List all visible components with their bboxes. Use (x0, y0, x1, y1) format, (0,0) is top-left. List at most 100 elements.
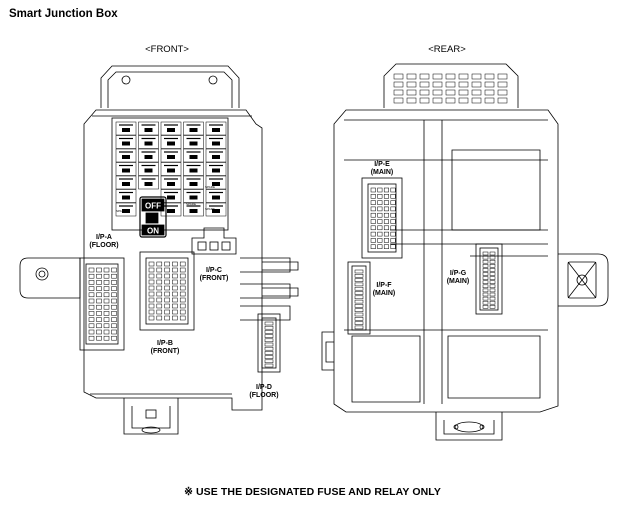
connector-pin (264, 359, 274, 364)
fuse-slot (183, 121, 204, 136)
connector-pin (103, 329, 110, 335)
connector-pin (264, 338, 274, 343)
bracket-vent-slot (419, 81, 430, 88)
connector-pin (489, 284, 496, 289)
bracket-vent-slot (393, 73, 404, 80)
connector-ip-d-label: I/P-D (256, 384, 272, 391)
connector-pin (354, 304, 364, 308)
connector-pin (88, 329, 95, 335)
connector-pin (111, 317, 117, 322)
connector-pin (88, 311, 95, 316)
bracket-vent-slot (445, 81, 456, 88)
connector-pin (377, 231, 383, 237)
front-top-bracket (100, 65, 240, 108)
connector-pin (96, 329, 102, 335)
connector-pin (111, 292, 117, 298)
connector-pin (172, 273, 178, 279)
connector-pin (390, 219, 396, 224)
bracket-vent-slot (471, 89, 482, 96)
connector-pin (88, 298, 95, 304)
fuse-symbol (189, 195, 198, 200)
fuse-symbol (144, 128, 153, 132)
connector-ip-b-sublabel: (FRONT) (151, 348, 180, 355)
fuse-spare-label: SPARE (205, 185, 215, 189)
fuse-slot (115, 202, 137, 217)
connector-pin (156, 315, 163, 321)
bracket-vent-slot (432, 73, 443, 80)
fuse-switch: OFF ON (139, 196, 167, 238)
fuse-slot (183, 162, 204, 176)
connector-pin (482, 300, 489, 305)
fuse-slot (205, 162, 227, 176)
connector-pin (172, 291, 178, 297)
connector-pin (377, 238, 383, 243)
connector-pin (88, 323, 95, 329)
connector-pin (179, 261, 186, 267)
fuse-slot (138, 162, 159, 176)
connector-pin (111, 311, 117, 316)
fuse-slot (205, 202, 227, 217)
connector-pin (179, 273, 186, 279)
connector-ip-a-label: I/P-A (96, 234, 112, 241)
connector-pin (390, 187, 396, 193)
fuse-slot (138, 148, 159, 163)
fuse-spare-label: SPARE (116, 209, 126, 213)
connector-pin (354, 312, 364, 317)
connector-pin (88, 317, 95, 322)
bracket-vent-slot (432, 89, 443, 96)
connector-pin (390, 231, 396, 237)
connector-pin (172, 267, 178, 273)
connector-pin (354, 308, 364, 312)
connector-pin (354, 291, 364, 295)
fuse-symbol (167, 141, 175, 146)
fuse-slot (138, 121, 159, 136)
connector-pin (103, 273, 110, 279)
connector-pin (148, 291, 155, 297)
connector-ip-f (347, 261, 371, 335)
connector-ip-c (191, 227, 237, 255)
connector-pin (156, 297, 163, 303)
bracket-vent-slot (497, 89, 508, 96)
connector-pin (164, 267, 170, 273)
rear-top-bracket (383, 63, 519, 108)
connector-pin (377, 200, 383, 205)
connector-pin (489, 264, 496, 268)
connector-pin (148, 303, 155, 309)
connector-pin (370, 194, 376, 199)
bracket-vent-slot (393, 97, 404, 104)
connector-pin (390, 206, 396, 212)
connector-pin (88, 267, 95, 273)
front-view-label: <FRONT> (145, 44, 189, 55)
connector-pin (489, 296, 496, 301)
rear-right-ear (558, 253, 609, 307)
connector-pin (96, 286, 102, 291)
connector-pin (482, 251, 489, 256)
fuse-slot (205, 175, 227, 190)
connector-pin (103, 311, 110, 316)
connector-pin (88, 280, 95, 285)
connector-pin (148, 309, 155, 315)
fuse-slot (183, 202, 204, 217)
connector-pin (354, 269, 364, 274)
connector-pin (489, 276, 496, 280)
bracket-vent-slot (458, 81, 469, 88)
fuse-slot (115, 148, 137, 163)
fuse-slot (115, 162, 137, 176)
connector-pin (482, 296, 489, 301)
connector-pin (482, 268, 489, 272)
connector-pin (489, 272, 496, 276)
connector-pin (96, 317, 102, 322)
connector-pin (164, 291, 170, 297)
connector-pin (156, 291, 163, 297)
connector-pin (96, 311, 102, 316)
connector-pin (482, 280, 489, 284)
connector-pin (111, 298, 117, 304)
connector-ip-g-sublabel: (MAIN) (447, 278, 470, 285)
connector-pin (383, 200, 389, 205)
connector-pin (482, 276, 489, 280)
connector-pin (156, 273, 163, 279)
connector-pin (111, 286, 117, 291)
fuse-symbol (189, 128, 198, 132)
connector-pin (354, 317, 364, 321)
connector-pin (88, 286, 95, 291)
